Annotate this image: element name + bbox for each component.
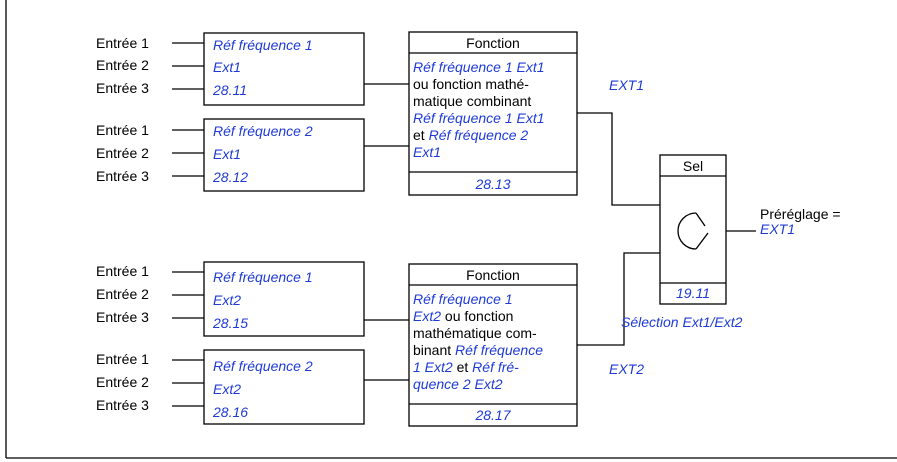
input-label-1: Entrée 1 [96,122,149,138]
input-label-2: Entrée 2 [96,145,149,161]
ref-block-c-param: 28.15 [212,315,248,331]
ref-block-b-box [203,118,365,192]
switch-arc [677,212,697,250]
input-label-3: Entrée 3 [96,309,149,325]
input-label-2: Entrée 2 [96,374,149,390]
ext2-label: EXT2 [609,361,644,377]
function-bottom-text: Ext2 ou fonction [413,308,513,324]
selector-title: Sel [683,158,703,174]
function-block-bottom-title: Fonction [466,267,520,283]
connector-ext1-to-selector [577,112,660,206]
input-label-3: Entrée 3 [96,168,149,184]
selector-block: Sel 19.11 [659,154,727,305]
function-block-top-title: Fonction [466,35,520,51]
function-top-text: Réf fréquence 1 Ext1 [413,59,545,75]
function-bottom-text: 1 Ext2 et Réf fré- [413,359,519,375]
ref-block-b-line1: Réf fréquence 2 [213,123,313,139]
ref-block-d-box [203,349,365,425]
function-top-text: ou fonction mathé- [413,76,529,92]
input-label-3: Entrée 3 [96,80,149,96]
function-block-top: Fonction Réf fréquence 1 Ext1 ou fonctio… [408,31,578,196]
selector-block-box [659,154,727,305]
function-top-text: Réf fréquence 1 Ext1 [413,110,545,126]
function-bottom-text: binant Réf fréquence [413,342,543,358]
ref-block-a-line2: Ext1 [213,59,241,75]
connector-ext2-to-selector [577,252,660,346]
ref-block-b: Réf fréquence 2 Ext1 28.12 Entrée 1 Entr… [96,118,365,192]
function-bottom-text: Réf fréquence 1 [413,291,513,307]
switch-contact-bottom [695,232,709,250]
function-block-top-box [408,31,578,196]
preset-value: EXT1 [760,221,795,237]
function-block-bottom: Fonction Réf fréquence 1 Ext2 ou fonctio… [408,263,578,427]
ref-block-a-line1: Réf fréquence 1 [213,37,313,53]
ref-block-a-box [203,32,365,106]
ref-block-c-box [203,261,365,337]
ref-block-c-line2: Ext2 [213,292,241,308]
ref-block-d: Réf fréquence 2 Ext2 28.16 Entrée 1 Entr… [96,349,365,425]
function-block-bottom-param: 28.17 [474,407,511,423]
function-block-top-param: 28.13 [474,176,510,192]
selector-caption: Sélection Ext1/Ext2 [621,314,743,330]
input-label-1: Entrée 1 [96,35,149,51]
ref-block-b-line2: Ext1 [213,146,241,162]
function-bottom-text: quence 2 Ext2 [413,376,503,392]
function-top-text: matique combinant [413,93,531,109]
switch-contact-top [695,212,706,227]
ref-block-c-line1: Réf fréquence 1 [213,269,313,285]
ref-block-d-line2: Ext2 [213,381,241,397]
function-block-bottom-box [408,263,578,427]
ref-block-d-line1: Réf fréquence 2 [213,358,313,374]
ref-block-b-param: 28.12 [212,169,248,185]
function-top-text: Ext1 [413,144,441,160]
selector-param: 19.11 [676,285,710,301]
function-top-text: et Réf fréquence 2 [413,127,528,143]
ext1-label: EXT1 [609,77,644,93]
ref-block-a: Réf fréquence 1 Ext1 28.11 Entrée 1 Entr… [96,32,365,106]
ref-block-c: Réf fréquence 1 Ext2 28.15 Entrée 1 Entr… [96,261,365,337]
preset-label: Préréglage = [760,206,841,222]
input-label-1: Entrée 1 [96,263,149,279]
ref-block-d-param: 28.16 [212,404,248,420]
ref-block-a-param: 28.11 [212,82,247,98]
input-label-3: Entrée 3 [96,397,149,413]
input-label-2: Entrée 2 [96,57,149,73]
input-label-2: Entrée 2 [96,286,149,302]
selector-switch-icon [677,212,709,250]
input-label-1: Entrée 1 [96,351,149,367]
function-bottom-text: mathématique com- [413,325,537,341]
